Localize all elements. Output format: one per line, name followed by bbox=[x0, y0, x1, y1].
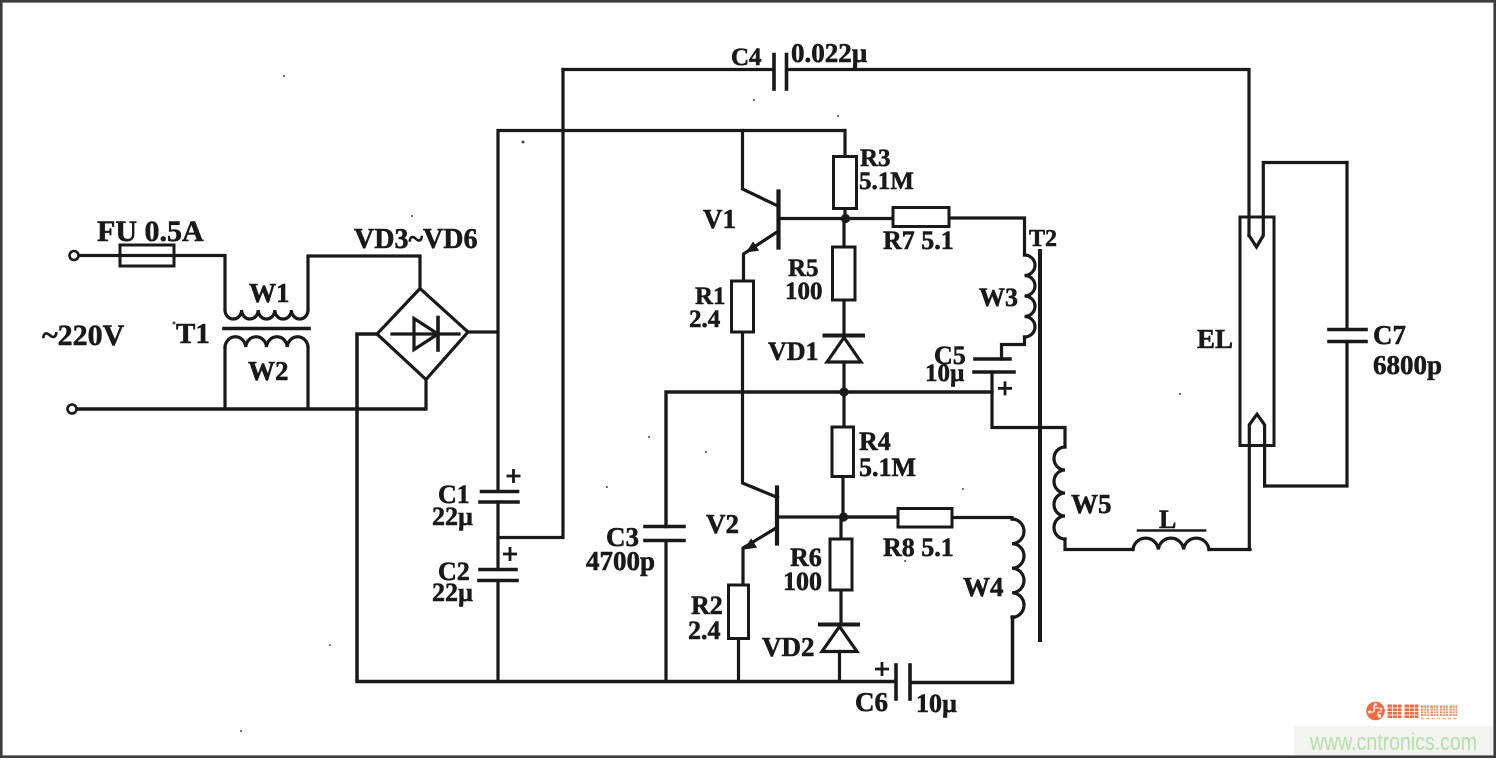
svg-text:R2: R2 bbox=[691, 591, 723, 620]
svg-text:www.cntronics.com: www.cntronics.com bbox=[1309, 729, 1477, 756]
svg-text:2.4: 2.4 bbox=[689, 306, 721, 333]
svg-text:100: 100 bbox=[785, 278, 823, 305]
svg-text:22µ: 22µ bbox=[432, 502, 473, 531]
svg-text:V1: V1 bbox=[703, 204, 736, 234]
svg-text:W1: W1 bbox=[249, 278, 290, 308]
svg-text:R5: R5 bbox=[788, 255, 819, 282]
svg-text:10µ: 10µ bbox=[925, 360, 964, 387]
svg-text:W2: W2 bbox=[248, 356, 289, 386]
svg-text:C3: C3 bbox=[606, 522, 639, 552]
svg-text:FU 0.5A: FU 0.5A bbox=[97, 215, 204, 248]
svg-text:C5: C5 bbox=[934, 341, 966, 370]
svg-text:R8 5.1: R8 5.1 bbox=[883, 533, 954, 562]
svg-text:W5: W5 bbox=[1071, 489, 1112, 519]
svg-text:2.4: 2.4 bbox=[688, 616, 721, 645]
svg-text:T2: T2 bbox=[1029, 226, 1057, 252]
svg-text:VD3~VD6: VD3~VD6 bbox=[354, 224, 477, 255]
svg-text:R1: R1 bbox=[695, 283, 726, 310]
svg-text:T1: T1 bbox=[176, 318, 210, 350]
svg-text:5.1M: 5.1M bbox=[859, 453, 916, 482]
svg-text:R4: R4 bbox=[859, 427, 891, 456]
svg-text:VD2: VD2 bbox=[762, 632, 815, 662]
svg-text:R7 5.1: R7 5.1 bbox=[883, 226, 954, 255]
svg-text:W3: W3 bbox=[979, 283, 1018, 312]
svg-text:5.1M: 5.1M bbox=[859, 168, 914, 195]
svg-text:C4: C4 bbox=[731, 44, 762, 71]
svg-text:4700p: 4700p bbox=[586, 546, 655, 576]
svg-text:100: 100 bbox=[783, 567, 822, 596]
svg-text:0.022µ: 0.022µ bbox=[791, 38, 868, 68]
svg-text:L: L bbox=[1159, 505, 1176, 534]
svg-text:R3: R3 bbox=[860, 145, 891, 172]
svg-text:EL: EL bbox=[1197, 324, 1233, 354]
svg-text:VD1: VD1 bbox=[768, 337, 819, 366]
svg-text:C7: C7 bbox=[1373, 320, 1406, 350]
svg-text:10µ: 10µ bbox=[916, 689, 957, 718]
svg-text:~220V: ~220V bbox=[42, 319, 125, 352]
svg-text:C2: C2 bbox=[438, 557, 470, 586]
svg-text:R6: R6 bbox=[790, 543, 822, 572]
svg-text:V2: V2 bbox=[706, 509, 739, 539]
svg-text:C1: C1 bbox=[438, 480, 470, 509]
svg-text:C6: C6 bbox=[855, 687, 888, 717]
svg-text:22µ: 22µ bbox=[432, 578, 473, 607]
svg-text:W4: W4 bbox=[963, 572, 1004, 602]
svg-text:6800p: 6800p bbox=[1373, 350, 1442, 380]
